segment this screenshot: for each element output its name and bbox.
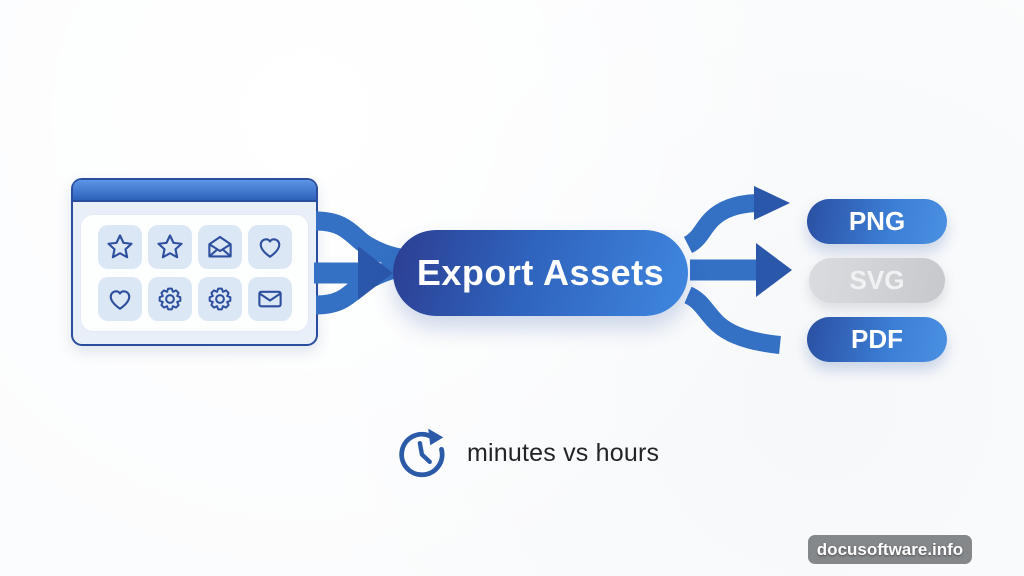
heart-icon [259, 238, 280, 258]
caption-text: minutes vs hours [467, 438, 660, 467]
asset-library-window [71, 178, 318, 346]
mail-open-tile [197, 225, 242, 269]
output-pill-png[interactable]: PNG [807, 199, 947, 244]
arrowhead-icon [754, 186, 790, 220]
heart-tile [247, 225, 292, 269]
arrowhead-icon [756, 243, 792, 297]
output-pill-svg[interactable]: SVG [809, 258, 945, 303]
window-titlebar [73, 180, 316, 202]
asset-panel [80, 214, 309, 332]
star-tile [97, 225, 142, 269]
output-list: PNG SVG PDF [806, 199, 948, 362]
gear-tile [147, 277, 192, 321]
star-icon [106, 234, 133, 259]
arrowhead-icon [358, 246, 393, 300]
star-icon [156, 234, 183, 259]
export-assets-button[interactable]: Export Assets [393, 230, 688, 316]
diverging-arrows [683, 186, 792, 354]
output-pill-pdf[interactable]: PDF [807, 317, 947, 362]
heart-icon [109, 290, 130, 310]
mail-closed-icon [257, 290, 282, 308]
heart-tile [97, 277, 142, 321]
gear-tile [197, 277, 242, 321]
mail-closed-tile [247, 277, 292, 321]
gear-icon [208, 287, 231, 311]
caption: minutes vs hours [396, 426, 659, 480]
mail-open-icon [207, 235, 232, 258]
converging-arrows [314, 211, 402, 315]
watermark: docusoftware.info [808, 535, 972, 564]
star-tile [147, 225, 192, 269]
icon-grid [97, 225, 292, 321]
clock-refresh-icon [399, 428, 445, 478]
gear-icon [158, 287, 181, 311]
